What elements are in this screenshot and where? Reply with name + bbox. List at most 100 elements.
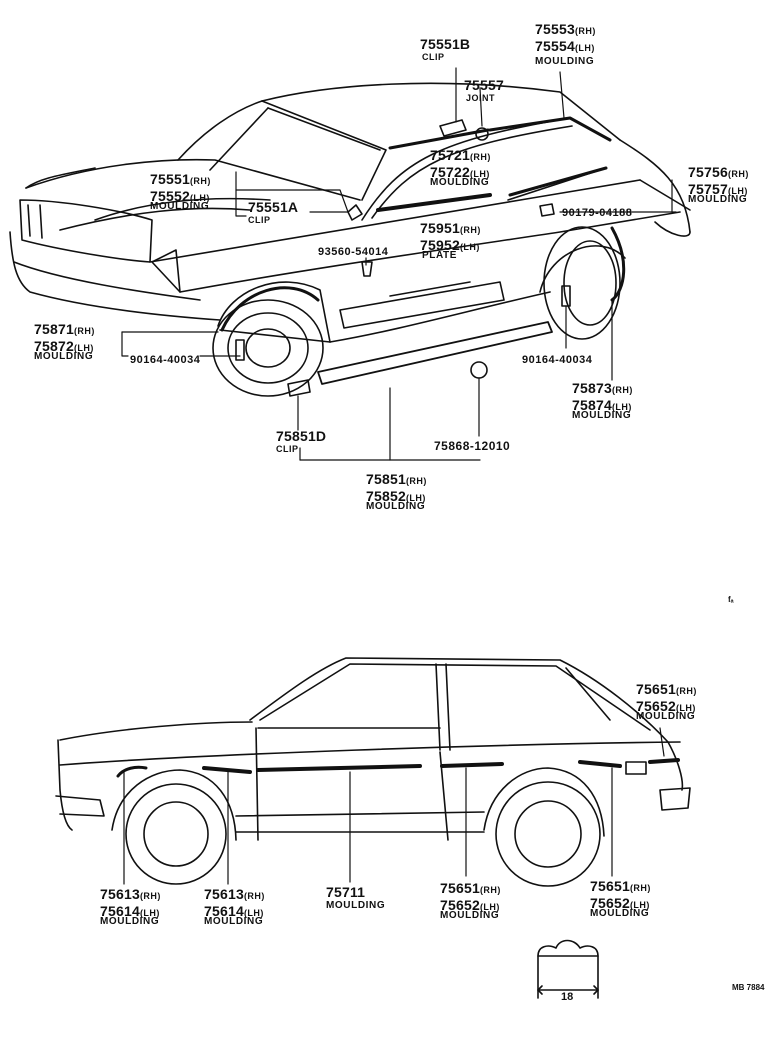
suffix-rh: (RH) (243, 891, 265, 901)
callout-75873-75874: 75873(RH) 75874(LH) MOULDING (572, 381, 633, 421)
part-number: 75851D (276, 428, 327, 444)
part-number-lh: 75852 (366, 488, 406, 504)
part-number-rh: 75613 (204, 886, 244, 902)
callout-90164-40034-front: 90164-40034 (130, 351, 200, 367)
part-number-rh: 75873 (572, 380, 612, 396)
part-number-rh: 75613 (100, 886, 140, 902)
part-number-rh: 75871 (34, 321, 74, 337)
part-number-rh: 75651 (636, 681, 676, 697)
suffix-lh: (LH) (675, 703, 696, 713)
part-number-rh: 75651 (590, 878, 630, 894)
bottom-leader-lines (123, 727, 665, 885)
suffix-lh: (LH) (479, 902, 500, 912)
part-number-lh: 75757 (688, 181, 728, 197)
part-number-rh: 75851 (366, 471, 406, 487)
callout-75551A: 75551A CLIP (248, 200, 298, 225)
part-description: MOULDING (535, 56, 595, 67)
part-number-rh: 75951 (420, 220, 460, 236)
part-number-rh: 75651 (440, 880, 480, 896)
part-description: MOULDING (572, 410, 632, 421)
part-number-lh: 75952 (420, 237, 460, 253)
drawing-code: MB 7884 (732, 983, 765, 992)
suffix-rh: (RH) (727, 169, 749, 179)
part-number-rh: 75551 (150, 171, 190, 187)
part-number-lh: 75874 (572, 397, 612, 413)
part-number: 90164-40034 (130, 354, 201, 366)
part-number-lh: 75652 (590, 895, 630, 911)
part-description: JOINT (466, 93, 496, 103)
callout-75551B: 75551B CLIP (420, 37, 470, 62)
callout-90179-04188: 90179-04188 (562, 204, 632, 220)
part-description: CLIP (276, 444, 299, 454)
suffix-rh: (RH) (459, 225, 481, 235)
part-description: MOULDING (34, 351, 94, 362)
part-number-rh: 75721 (430, 147, 470, 163)
suffix-rh: (RH) (139, 891, 161, 901)
suffix-rh: (RH) (479, 885, 501, 895)
callout-75551-75552: 75551(RH) 75552(LH) MOULDING (150, 172, 211, 212)
bottom-car-body (55, 657, 691, 887)
callout-75851D: 75851D CLIP (276, 429, 326, 454)
part-number-lh: 75552 (150, 188, 190, 204)
part-description: MOULDING (430, 177, 490, 188)
callout-75553-75554: 75553(RH) 75554(LH) MOULDING (535, 22, 596, 67)
part-number-rh: 75756 (688, 164, 728, 180)
part-number: 75551A (248, 199, 299, 215)
callout-75711: 75711 MOULDING (326, 885, 385, 911)
section-dimension: 18 (561, 991, 574, 1003)
suffix-rh: (RH) (574, 26, 596, 36)
moulding-section-profile (537, 939, 599, 999)
part-description: MOULDING (326, 900, 386, 911)
part-description: MOULDING (590, 908, 650, 919)
callout-93560-54014: 93560-54014 (318, 243, 388, 259)
corner-mark: fₐ (728, 595, 734, 604)
suffix-lh: (LH) (727, 186, 748, 196)
part-description: MOULDING (150, 201, 210, 212)
callout-75851-75852: 75851(RH) 75852(LH) MOULDING (366, 472, 427, 512)
callout-75871-75872: 75871(RH) 75872(LH) MOULDING (34, 322, 95, 362)
suffix-lh: (LH) (73, 343, 94, 353)
callout-75721-75722: 75721(RH) 75722(LH) MOULDING (430, 148, 491, 188)
part-number: 75551B (420, 36, 471, 52)
part-description: CLIP (422, 52, 445, 62)
callout-75557: 75557 JOINT (464, 78, 504, 103)
part-description: MOULDING (366, 501, 426, 512)
callout-75613-75614-door: 75613(RH) 75614(LH) MOULDING (204, 887, 265, 927)
suffix-rh: (RH) (469, 152, 491, 162)
part-number-lh: 75652 (440, 897, 480, 913)
suffix-lh: (LH) (469, 169, 490, 179)
part-number: 93560-54014 (318, 246, 389, 258)
part-description: MOULDING (688, 194, 748, 205)
part-number-lh: 75554 (535, 38, 575, 54)
suffix-lh: (LH) (189, 193, 210, 203)
part-number: 75868-12010 (434, 439, 511, 453)
callout-75651-75652-rear: 75651(RH) 75652(LH) MOULDING (636, 682, 697, 722)
part-description: CLIP (248, 215, 271, 225)
suffix-lh: (LH) (459, 242, 480, 252)
part-description: MOULDING (440, 910, 500, 921)
suffix-lh: (LH) (574, 43, 595, 53)
part-number: 75711 (326, 884, 366, 900)
suffix-rh: (RH) (629, 883, 651, 893)
suffix-rh: (RH) (611, 385, 633, 395)
part-number-lh: 75872 (34, 338, 74, 354)
part-description: MOULDING (100, 916, 160, 927)
suffix-lh: (LH) (405, 493, 426, 503)
suffix-rh: (RH) (73, 326, 95, 336)
suffix-lh: (LH) (629, 900, 650, 910)
top-leader-lines (121, 67, 677, 461)
suffix-lh: (LH) (243, 908, 264, 918)
callout-75651-75652-door: 75651(RH) 75652(LH) MOULDING (440, 881, 501, 921)
part-number-lh: 75652 (636, 698, 676, 714)
part-description: PLATE (422, 250, 458, 261)
callout-75651-75652-quarter: 75651(RH) 75652(LH) MOULDING (590, 879, 651, 919)
part-number-rh: 75553 (535, 21, 575, 37)
suffix-rh: (RH) (405, 476, 427, 486)
suffix-lh: (LH) (611, 402, 632, 412)
part-number: 75557 (464, 77, 504, 93)
suffix-rh: (RH) (675, 686, 697, 696)
part-number-lh: 75722 (430, 164, 470, 180)
part-number-lh: 75614 (204, 903, 244, 919)
callout-90164-40034-rear: 90164-40034 (522, 351, 592, 367)
